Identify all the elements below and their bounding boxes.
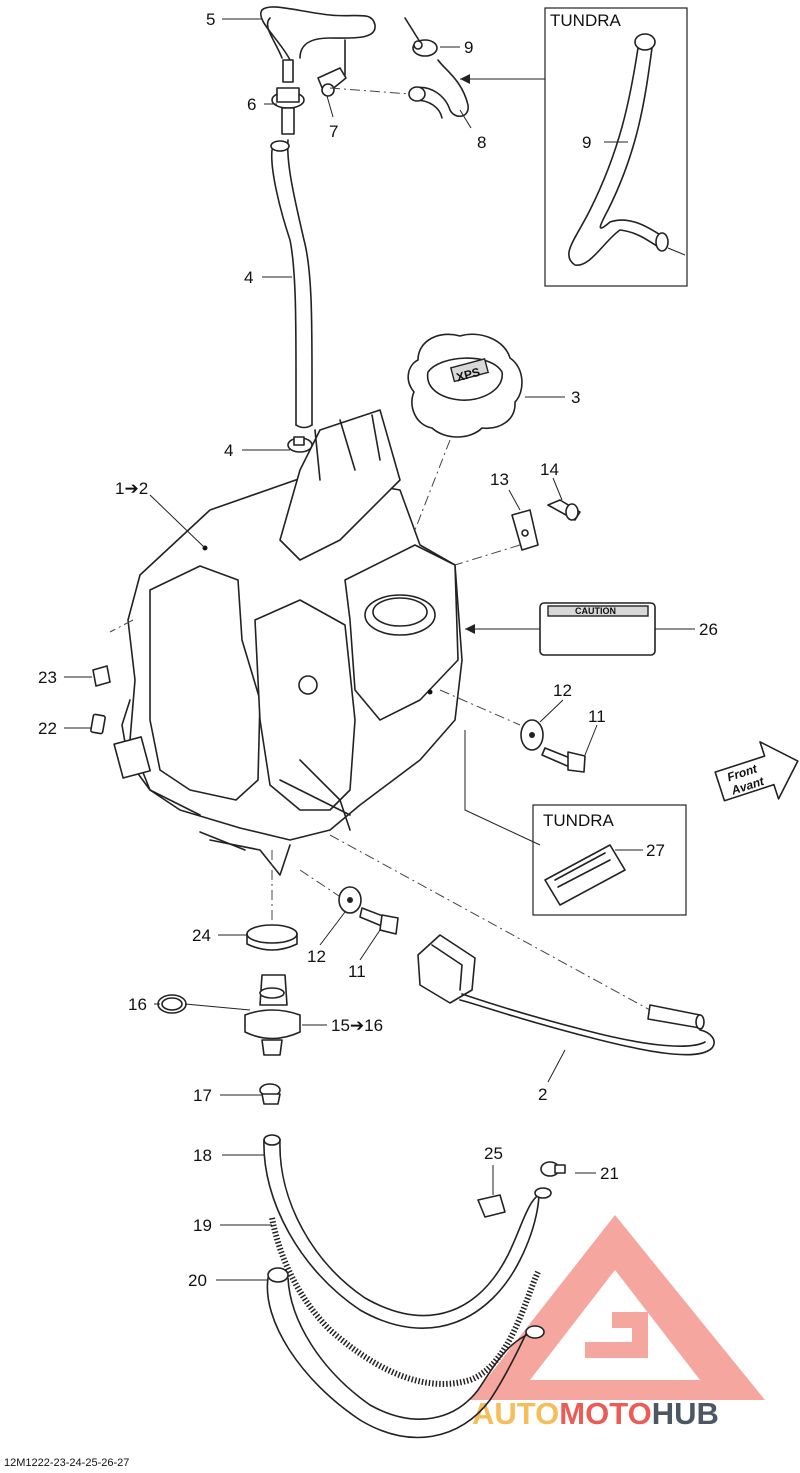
cap-xps-text: XPS — [455, 365, 482, 385]
warning-label-27 — [544, 844, 626, 906]
callout-21: 21 — [600, 1164, 619, 1183]
watermark-triangle — [470, 1215, 765, 1400]
callout-2: 2 — [538, 1085, 547, 1104]
leader-lines — [64, 18, 628, 1281]
washer-12-lower — [338, 886, 362, 914]
callout-16: 16 — [128, 995, 147, 1014]
clamp-17 — [259, 1083, 281, 1105]
oil-level-sensor-2 — [417, 934, 715, 1056]
caution-label-26: CAUTION — [539, 602, 656, 656]
watermark-auto: AUTO — [472, 1396, 559, 1431]
watermark-inner-mark — [585, 1312, 648, 1358]
svg-text:AUTOMOTOHUB: AUTOMOTOHUB — [472, 1396, 719, 1431]
clamp-25 — [477, 1194, 506, 1218]
callout-labels: 5 6 7 8 9 9 4 4 3 1➔2 13 14 26 23 22 12 … — [38, 10, 718, 1290]
callout-26: 26 — [699, 620, 718, 639]
callout-19: 19 — [193, 1216, 212, 1235]
o-ring-16 — [157, 994, 187, 1014]
callout-5: 4 — [244, 268, 253, 287]
watermark-moto: MOTO — [559, 1396, 651, 1431]
spring-19 — [269, 1217, 541, 1387]
bolt-11-lower — [359, 907, 399, 935]
callout-3: 3 — [571, 388, 580, 407]
callout-11-upper: 11 — [588, 707, 606, 726]
callout-24: 24 — [192, 926, 211, 945]
tundra-inset-top-title: TUNDRA — [550, 11, 621, 30]
clamp-4 — [287, 436, 313, 453]
callout-23: 23 — [38, 668, 57, 687]
automotohub-watermark: AUTOMOTOHUB — [470, 1215, 765, 1431]
callout-6: 5 — [206, 10, 215, 29]
callout-13: 13 — [490, 470, 509, 489]
vent-hose-6 — [259, 6, 376, 76]
tundra-inset-bottom-title: TUNDRA — [543, 811, 614, 830]
callout-20: 20 — [188, 1271, 207, 1290]
fitting-15 — [244, 974, 301, 1056]
tundra-inset-top — [544, 7, 688, 287]
washer-12-upper — [520, 719, 544, 751]
vent-hose-9 — [408, 59, 469, 119]
footer-code: 12M1222-23-24-25-26-27 — [4, 1457, 129, 1469]
screw-14 — [547, 499, 581, 521]
callout-12-lower: 12 — [307, 947, 326, 966]
callout-10: 9 — [464, 38, 473, 57]
drain-hose-18 — [263, 1134, 552, 1329]
check-valve-7 — [271, 59, 305, 135]
watermark-hub: HUB — [652, 1396, 719, 1431]
callout-22: 22 — [38, 719, 57, 738]
front-direction-arrow: Front Avant — [714, 741, 799, 802]
callout-11-lower: 11 — [348, 962, 366, 981]
callout-9-tundra: 9 — [582, 133, 591, 152]
callout-14: 14 — [540, 460, 559, 479]
tundra-inset-bottom — [532, 804, 687, 916]
callout-7: 6 — [247, 95, 256, 114]
clamp-21 — [540, 1161, 566, 1177]
vent-hose-9-tundra — [568, 33, 686, 266]
vent-hose-5 — [270, 139, 313, 429]
callout-15-16: 15➔16 — [331, 1016, 383, 1035]
callout-17: 17 — [193, 1086, 212, 1105]
plug-22 — [90, 713, 106, 735]
connector-8 — [317, 67, 347, 97]
caution-label-text: CAUTION — [575, 606, 616, 616]
leader-arrow-9 — [460, 74, 470, 84]
hose-20 — [266, 1267, 545, 1439]
bolt-11-upper — [541, 747, 586, 773]
oil-filler-cap-3: XPS — [407, 333, 523, 438]
bracket-13 — [511, 509, 539, 551]
callout-4: 4 — [224, 441, 233, 460]
ring-24 — [246, 924, 298, 951]
oil-tank-1 — [113, 409, 463, 876]
callout-1-2: 1➔2 — [115, 479, 148, 498]
callout-25: 25 — [484, 1144, 503, 1163]
callout-18: 18 — [193, 1146, 212, 1165]
clamp-10 — [404, 17, 438, 57]
callout-9-main: 8 — [477, 133, 486, 152]
fitting-23 — [92, 665, 111, 687]
callout-27: 27 — [646, 841, 665, 860]
callout-8: 7 — [329, 122, 338, 141]
callout-12-upper: 12 — [553, 681, 572, 700]
